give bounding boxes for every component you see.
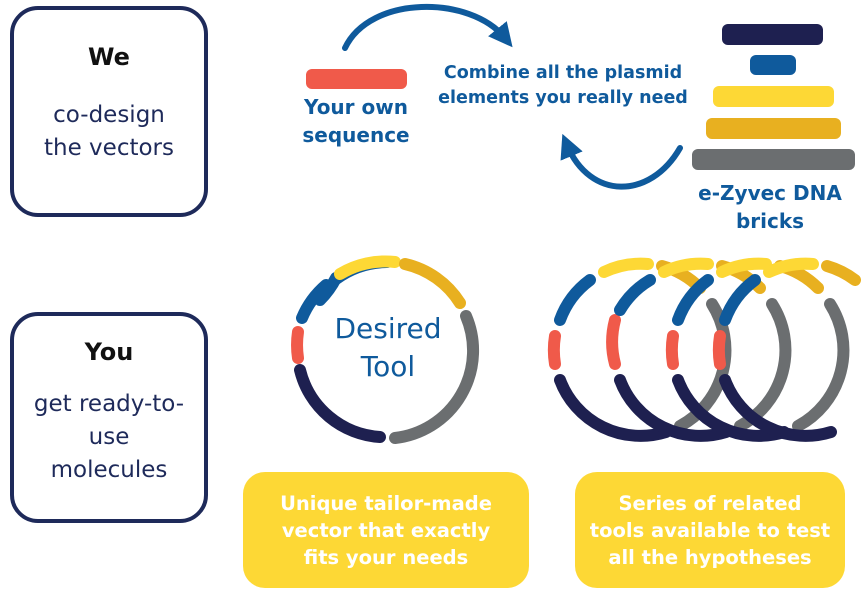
bricks-line2: bricks (735, 209, 805, 233)
series-ring-4 (712, 257, 861, 442)
we-card: We co-design the vectors (10, 6, 208, 217)
bricks-line1: e-Zyvec DNA (698, 181, 842, 205)
brick-navy (722, 24, 823, 45)
unique-line2: vector that exactly (281, 518, 491, 542)
series-line1: Series of related (618, 491, 802, 515)
brick-gray (692, 149, 855, 170)
combine-line1: Combine all the plasmid (443, 63, 683, 83)
own-sequence-line2: sequence (302, 123, 410, 147)
we-line1: co-design (53, 102, 165, 128)
top-arrow (342, 3, 513, 51)
series-line2: tools available to test (589, 518, 831, 542)
brick-gold (706, 118, 841, 139)
bottom-arrow (560, 133, 683, 190)
you-card: You get ready-to- use molecules (10, 312, 208, 523)
own-sequence-label: Your own sequence (286, 93, 426, 149)
unique-line3: fits your needs (303, 545, 469, 569)
desired-tool-line1: Desired (334, 312, 442, 345)
desired-tool-ring (291, 255, 480, 444)
we-title: We (88, 43, 130, 71)
desired-tool-line2: Tool (360, 350, 416, 383)
own-sequence-line1: Your own (304, 95, 408, 119)
unique-line1: Unique tailor-made (280, 491, 492, 515)
combine-label: Combine all the plasmid elements you rea… (420, 61, 706, 111)
you-title: You (84, 338, 134, 366)
you-line3: molecules (50, 457, 168, 483)
series-ring-3 (665, 257, 850, 442)
series-tools-box: Series of related tools available to tes… (575, 472, 845, 588)
combine-line2: elements you really need (438, 88, 688, 108)
series-line3: all the hypotheses (608, 545, 812, 569)
own-sequence-bar (306, 69, 407, 89)
you-line1: get ready-to- (33, 391, 185, 417)
you-line2: use (88, 424, 130, 450)
desired-tool-label: Desired Tool (318, 310, 458, 386)
brick-blue (750, 55, 796, 75)
bricks-label: e-Zyvec DNA bricks (680, 179, 860, 235)
brick-yellow (713, 86, 834, 107)
we-line2: the vectors (44, 135, 174, 161)
unique-vector-box: Unique tailor-made vector that exactly f… (243, 472, 529, 588)
